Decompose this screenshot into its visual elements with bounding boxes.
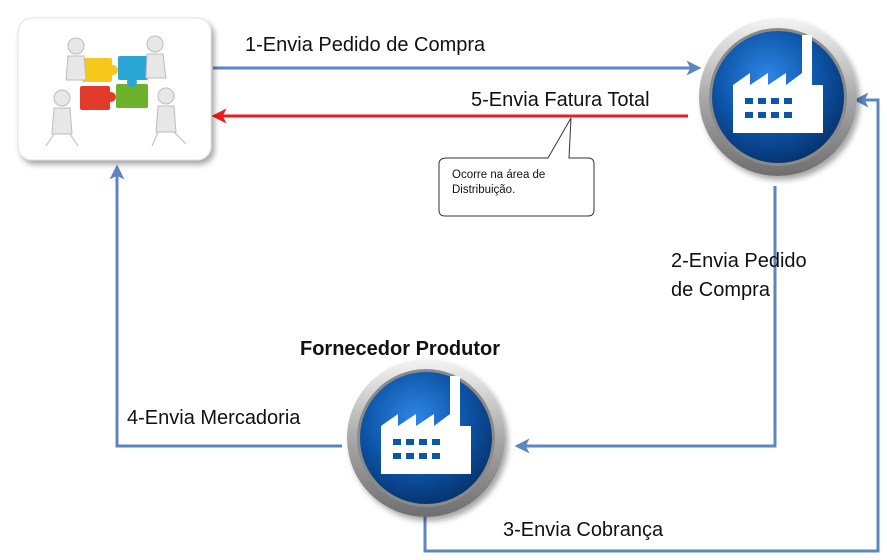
client-node: [17, 17, 212, 161]
callout-line2: Distribuição.: [452, 184, 515, 196]
callout-line1: Ocorre na área de: [452, 169, 545, 181]
distributor-node: [699, 18, 857, 176]
edge-4-line: [109, 164, 342, 448]
producer-title: Fornecedor Produtor: [300, 338, 500, 360]
edge-5-label: 5-Envia Fatura Total: [471, 89, 650, 111]
edge-3-label: 3-Envia Cobrança: [503, 519, 664, 541]
edge-3-line: [423, 92, 880, 553]
puzzle-team-icon: [45, 35, 187, 147]
edge-1-label: 1-Envia Pedido de Compra: [245, 34, 486, 56]
producer-node: [347, 359, 505, 517]
edge-2-label-line2: de Compra: [671, 279, 771, 301]
edge-4-label: 4-Envia Mercadoria: [127, 407, 301, 429]
callout: Ocorre na área de Distribuição.: [438, 117, 595, 217]
edge-2-line: [514, 186, 777, 454]
edge-2-label-line1: 2-Envia Pedido: [671, 250, 807, 272]
